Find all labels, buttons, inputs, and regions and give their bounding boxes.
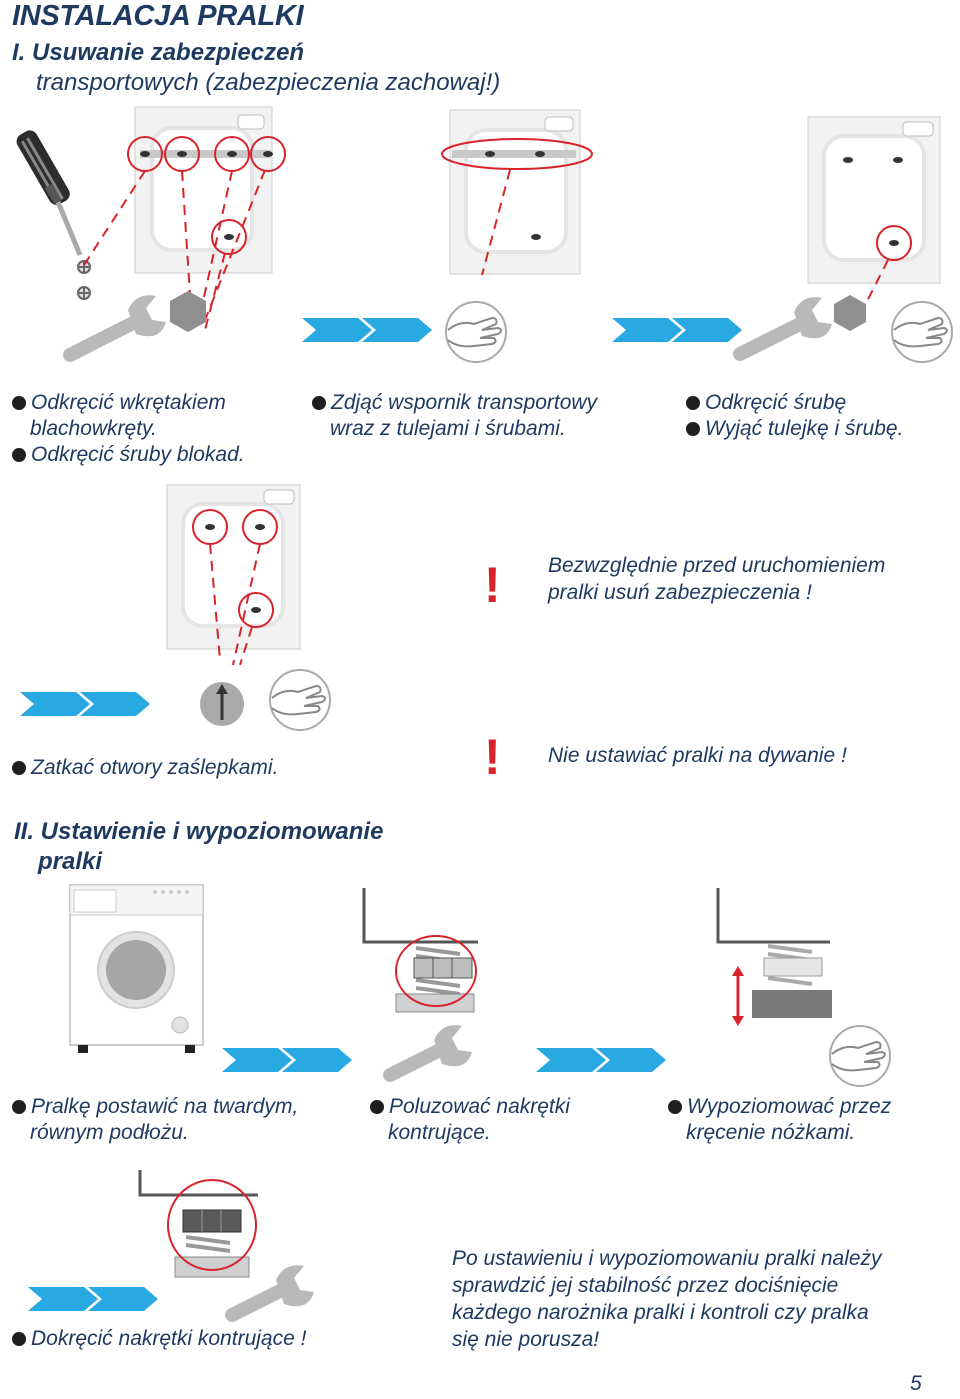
next-step-arrow: [20, 692, 150, 716]
section1-heading: I. Usuwanie zabezpieczeń transportowych …: [12, 38, 500, 98]
washer-back-panel-3: [807, 116, 941, 316]
wrench-icon: [225, 1265, 314, 1322]
warning-icon: !: [484, 557, 501, 613]
bullet-icon: [12, 1100, 26, 1114]
section2-heading-line2: pralki: [38, 848, 103, 875]
next-step-arrow: [222, 1048, 352, 1072]
next-step-arrow: [302, 318, 432, 342]
leveling-illustration: [69, 884, 891, 1087]
step-remove-bracket: Zdjąć wspornik transportowy wraz z tulej…: [312, 390, 597, 442]
wrench-icon: [383, 1025, 472, 1082]
foot-tighten-detail: [138, 1170, 258, 1278]
washer-back-panel-1: [83, 106, 286, 331]
step1-illustration: [16, 106, 953, 363]
bullet-icon: [12, 1332, 26, 1346]
bullet-icon: [12, 396, 26, 410]
bullet-icon: [370, 1100, 384, 1114]
next-step-arrow: [612, 318, 742, 342]
step-place-floor: Pralkę postawić na twardym, równym podło…: [12, 1094, 298, 1146]
wrench-icon: [63, 291, 206, 362]
washer-back-panel-4: [166, 484, 301, 666]
warning-no-carpet: Nie ustawiać pralki na dywanie !: [548, 744, 847, 767]
step-tighten-nuts: Dokręcić nakrętki kontrujące !: [12, 1326, 306, 1352]
step-plugs-illustration: [20, 484, 331, 731]
foot-level-detail: [716, 888, 832, 1026]
next-step-arrow: [536, 1048, 666, 1072]
warning-remove-locks: Bezwzględnie przed uruchomieniem pralki …: [548, 554, 886, 604]
step-level-feet: Wypoziomować przez kręcenie nóżkami.: [668, 1094, 891, 1146]
bullet-icon: [686, 422, 700, 436]
step-loosen-nuts: Poluzować nakrętki kontrujące.: [370, 1094, 570, 1146]
foot-lock-nut-detail: [362, 888, 478, 1013]
section1-heading-line1: I. Usuwanie zabezpieczeń: [12, 39, 305, 66]
washer-back-panel-2: [441, 109, 593, 276]
washing-machine-icon: [69, 884, 204, 1053]
screw-icon: [77, 260, 91, 300]
bullet-icon: [12, 448, 26, 462]
wrench-icon: [733, 295, 866, 361]
screwdriver-icon: [16, 130, 83, 256]
next-step-arrow: [28, 1287, 158, 1311]
bullet-icon: [312, 396, 326, 410]
bullet-icon: [12, 761, 26, 775]
step-remove-bolt: Odkręcić śrubę Wyjąć tulejkę i śrubę.: [686, 390, 903, 442]
plug-icon: [200, 682, 244, 726]
hand-icon: [445, 301, 507, 363]
hand-icon: [269, 669, 331, 731]
bullet-icon: [686, 396, 700, 410]
final-stability-note: Po ustawieniu i wypoziomowaniu pralki na…: [452, 1247, 882, 1351]
step-unscrew: Odkręcić wkrętakiem blachowkręty. Odkręc…: [12, 390, 245, 468]
section1-heading-line2: transportowych (zabezpieczenia zachowaj!…: [36, 69, 501, 96]
hand-icon: [829, 1025, 891, 1087]
tighten-illustration: [28, 1170, 314, 1322]
page-number: 5: [910, 1372, 922, 1395]
hand-icon: [891, 301, 953, 363]
section2-heading-line1: II. Ustawienie i wypoziomowanie: [14, 818, 384, 845]
bullet-icon: [668, 1100, 682, 1114]
warning-icon: !: [484, 729, 501, 785]
step-plugs: Zatkać otwory zaślepkami.: [12, 755, 278, 781]
page-title: INSTALACJA PRALKI: [12, 0, 304, 32]
section2-heading: II. Ustawienie i wypoziomowanie pralki: [14, 817, 383, 877]
